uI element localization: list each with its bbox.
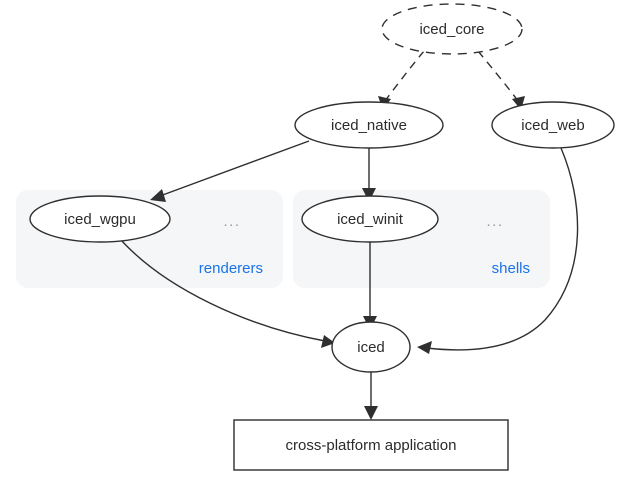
node-iced-shape[interactable] xyxy=(331,321,411,373)
edge-iced_core-to-iced_web-line xyxy=(477,50,519,102)
node-iced_winit-shape[interactable] xyxy=(301,195,439,243)
node-iced[interactable]: iced xyxy=(331,321,411,373)
cluster-renderers-label: renderers xyxy=(199,260,263,277)
node-iced_wgpu[interactable]: iced_wgpu xyxy=(29,195,171,243)
cluster-shells-label: shells xyxy=(492,260,530,277)
edge-iced_web-to-iced-arrowhead xyxy=(417,341,432,354)
edge-iced_core-to-iced_web xyxy=(477,50,525,110)
node-iced_native-label: iced_native xyxy=(331,117,407,134)
edge-iced-to-application-arrowhead xyxy=(364,406,378,420)
cluster-shells-ellipsis: ... xyxy=(486,213,503,230)
cluster-renderers-ellipsis: ... xyxy=(223,213,240,230)
node-iced_core[interactable]: iced_core xyxy=(381,3,523,55)
edge-iced_web-to-iced-line xyxy=(426,147,579,351)
node-iced_winit[interactable]: iced_winit xyxy=(301,195,439,243)
node-application-label: cross-platform application xyxy=(286,437,457,454)
node-iced_core-label: iced_core xyxy=(419,21,484,38)
edge-iced_native-to-iced_winit-arrowhead xyxy=(362,188,376,202)
edge-iced_core-to-iced_native xyxy=(378,50,425,110)
node-iced_native-shape[interactable] xyxy=(294,101,444,149)
node-iced_core-shape[interactable] xyxy=(381,3,523,55)
node-application-shape[interactable] xyxy=(233,419,509,471)
edge-iced_native-to-iced_winit xyxy=(362,147,376,202)
node-iced-label: iced xyxy=(357,339,385,356)
node-application[interactable]: cross-platform application xyxy=(233,419,509,471)
node-iced_wgpu-shape[interactable] xyxy=(29,195,171,243)
node-iced_web[interactable]: iced_web xyxy=(491,101,615,149)
node-iced_native[interactable]: iced_native xyxy=(294,101,444,149)
edge-iced_wgpu-to-iced-line xyxy=(120,239,326,342)
node-iced_web-label: iced_web xyxy=(521,117,584,134)
edge-iced_wgpu-to-iced-arrowhead xyxy=(321,335,335,348)
node-iced_wgpu-label: iced_wgpu xyxy=(64,211,136,228)
edge-iced_core-to-iced_native-line xyxy=(384,50,425,102)
edge-iced-to-application xyxy=(364,372,378,420)
node-iced_web-shape[interactable] xyxy=(491,101,615,149)
edge-iced_native-to-iced_wgpu xyxy=(150,140,310,202)
node-iced_winit-label: iced_winit xyxy=(337,211,404,228)
edge-iced_wgpu-to-iced xyxy=(120,239,335,348)
edge-iced_native-to-iced_wgpu-arrowhead xyxy=(150,189,166,202)
edge-iced_web-to-iced xyxy=(417,147,579,354)
edge-iced_native-to-iced_wgpu-line xyxy=(159,140,310,197)
